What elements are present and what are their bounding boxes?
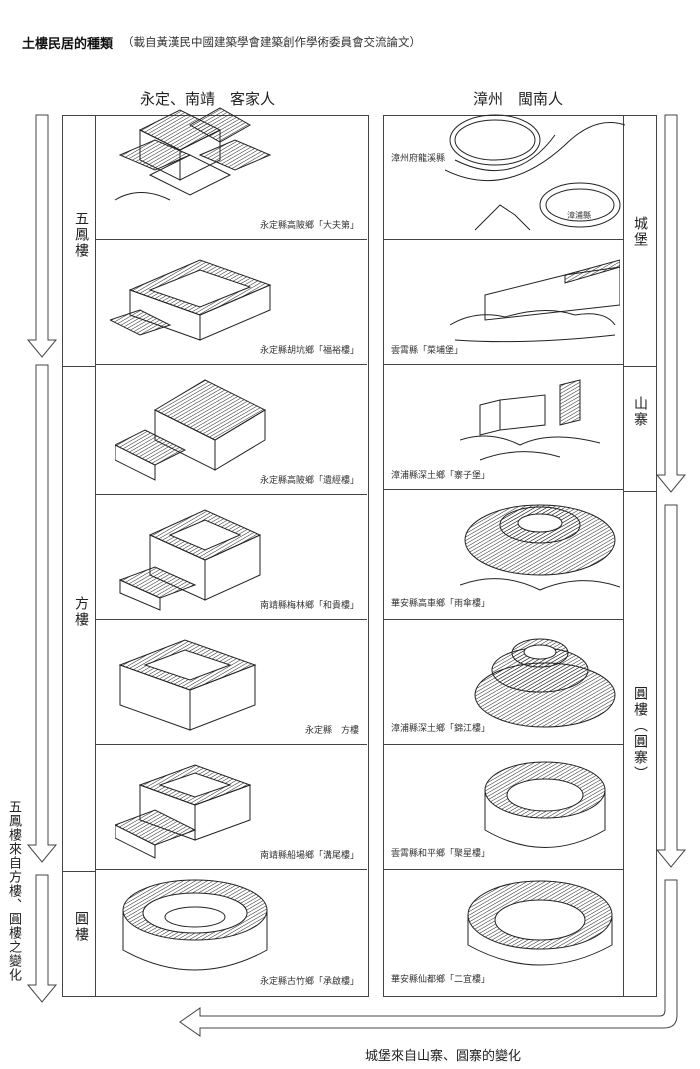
divider bbox=[95, 116, 96, 996]
caption: 華安縣仙都鄉「二宜樓」 bbox=[391, 975, 491, 985]
left-row: 南靖縣船場鄉「溝尾樓」 bbox=[95, 745, 367, 870]
left-arrow-fanglou bbox=[26, 364, 58, 863]
right-row: 漳浦縣深土鄉「錦江樓」 bbox=[383, 620, 623, 745]
left-side-note: 五鳳樓來自方樓、圓樓之變化 bbox=[6, 800, 21, 982]
right-row: 華安縣仙都鄉「二宜樓」 bbox=[383, 870, 623, 995]
right-row: 雲霄縣和平鄉「聚星樓」 bbox=[383, 745, 623, 870]
right-table: 城堡 山寨 圓樓（圓寨） bbox=[383, 115, 657, 997]
map-label: 漳浦縣 bbox=[567, 211, 591, 220]
group-label-fanglou: 方樓 bbox=[73, 596, 89, 628]
longxi-map-illustration bbox=[445, 114, 625, 231]
left-row: 永定縣高陂鄉「遺經樓」 bbox=[95, 365, 367, 495]
caption: 永定縣 方樓 bbox=[304, 726, 359, 736]
diagram-source: （載自黃漢民中國建築學會建築創作學術委員會交流論文） bbox=[122, 35, 421, 49]
diagram-title: 土樓民居的種類 bbox=[22, 37, 114, 52]
bottom-note: 城堡來自山寨、圓寨的變化 bbox=[365, 1049, 522, 1064]
left-row: 南靖縣梅林鄉「和貴樓」 bbox=[95, 495, 367, 620]
divider bbox=[63, 871, 95, 872]
caption: 南靖縣船場鄉「溝尾樓」 bbox=[259, 851, 359, 861]
right-row: 華安縣高車鄉「雨傘樓」 bbox=[383, 490, 623, 620]
caption: 漳浦縣深土鄉「錦江樓」 bbox=[391, 724, 491, 734]
caipubao-illustration bbox=[449, 259, 620, 343]
group-label-chengbao: 城堡 bbox=[632, 216, 648, 248]
caption: 永定縣高陂鄉「遺經樓」 bbox=[259, 476, 359, 486]
right-row: 漳浦縣深土鄉「寨子堡」 bbox=[383, 365, 623, 490]
left-column-heading: 永定、南靖 客家人 bbox=[140, 90, 276, 108]
chengqilou-illustration bbox=[122, 879, 268, 971]
heguilou-illustration bbox=[118, 509, 262, 611]
left-row: 永定縣 方樓 bbox=[95, 620, 367, 745]
left-arrow-wufenglou bbox=[26, 114, 58, 358]
gouweilou-illustration bbox=[115, 764, 252, 859]
right-row: 雲霄縣「菜埔堡」 bbox=[383, 240, 623, 365]
caption: 永定縣胡坑鄉「福裕樓」 bbox=[259, 346, 359, 356]
left-row: 永定縣胡坑鄉「福裕樓」 bbox=[95, 240, 367, 365]
right-arrow-yuanlou bbox=[655, 504, 687, 868]
caption: 雲霄縣和平鄉「聚星樓」 bbox=[391, 849, 491, 859]
right-arrow-chengbao bbox=[655, 114, 687, 493]
left-arrow-yuanlou bbox=[26, 874, 58, 1003]
zhaizibao-illustration bbox=[460, 379, 601, 461]
caption: 雲霄縣「菜埔堡」 bbox=[391, 346, 464, 356]
divider bbox=[623, 116, 624, 996]
jinjianglou-illustration bbox=[474, 638, 616, 728]
right-column-heading: 漳州 閩南人 bbox=[473, 90, 564, 108]
divider bbox=[623, 491, 656, 492]
right-row: 漳州府龍溪縣漳浦縣 bbox=[383, 115, 623, 240]
caption: 永定縣高陂鄉「大夫第」 bbox=[259, 221, 359, 231]
group-label-shanzhai: 山寨 bbox=[632, 396, 648, 428]
divider bbox=[623, 366, 656, 367]
caption: 華安縣高車鄉「雨傘樓」 bbox=[391, 599, 491, 609]
right-arrow-return bbox=[179, 879, 678, 1037]
yijinglou-illustration bbox=[115, 379, 267, 481]
caption: 漳浦縣深土鄉「寨子堡」 bbox=[391, 471, 491, 481]
left-table: 五鳳樓 方樓 圓樓 bbox=[62, 115, 369, 997]
fuyulou-illustration bbox=[110, 259, 272, 341]
yusanlou-illustration bbox=[460, 504, 620, 591]
left-row: 永定縣高陂鄉「大夫第」 bbox=[95, 115, 367, 240]
caption: 漳州府龍溪縣 bbox=[391, 154, 446, 164]
eryilou-illustration bbox=[467, 880, 613, 966]
caption: 永定縣古竹鄉「承啟樓」 bbox=[259, 977, 359, 987]
group-label-yuanlou: 圓樓 bbox=[73, 911, 89, 943]
fanglou-illustration bbox=[118, 639, 257, 731]
caption: 南靖縣梅林鄉「和貴樓」 bbox=[259, 601, 359, 611]
left-row: 永定縣古竹鄉「承啟樓」 bbox=[95, 870, 367, 995]
divider bbox=[63, 366, 95, 367]
group-label-yuanlou-yuanzhai: 圓樓（圓寨） bbox=[632, 686, 648, 782]
juxinglou-illustration bbox=[484, 761, 606, 848]
wufenglou-illustration bbox=[114, 107, 272, 201]
group-label-wufenglou: 五鳳樓 bbox=[73, 211, 89, 259]
